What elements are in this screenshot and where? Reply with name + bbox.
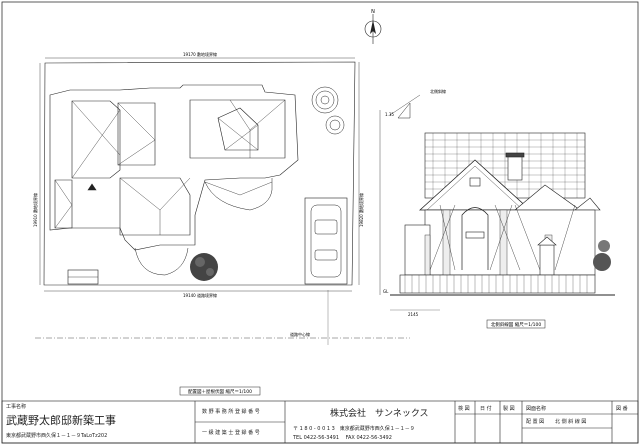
shrub-elevation-icon bbox=[593, 240, 611, 271]
drawing-number-label: 図 番 bbox=[616, 406, 628, 412]
parking-space bbox=[304, 197, 348, 285]
elevation-caption: 北側斜線図 縮尺＝1/100 bbox=[491, 321, 542, 328]
company-address: 〒 1 8 0 - 0 0 1 3 東京都武蔵野市西久保１－１－９ bbox=[293, 426, 415, 432]
north-arrow-icon: N bbox=[364, 9, 382, 44]
project-label: 工事名称 bbox=[6, 404, 27, 410]
car-icon bbox=[310, 204, 342, 278]
bottom-dimension: 19140 道路境界線 bbox=[183, 292, 217, 298]
architect-registration: 一 級 建 築 士 登 録 番 号 bbox=[202, 430, 260, 436]
drawing-name-label: 図面名称 bbox=[526, 406, 547, 412]
shrub-icon bbox=[190, 253, 218, 281]
company-phone: TEL 0422-56-3491 FAX 0422-56-3492 bbox=[293, 435, 392, 441]
north-elevation bbox=[379, 94, 615, 311]
drawing-name-2: 北 側 斜 線 図 bbox=[555, 419, 587, 425]
site-plan bbox=[35, 57, 410, 345]
site-plan-caption: 配置図＋屋根伏図 縮尺＝1/100 bbox=[188, 388, 252, 395]
check-label: 検 図 bbox=[458, 406, 470, 412]
north-label: N bbox=[371, 9, 375, 15]
office-registration: 数 野 事 務 所 登 録 番 号 bbox=[202, 409, 260, 415]
date-label: 日 付 bbox=[480, 406, 492, 412]
title-block-grid bbox=[1, 400, 639, 444]
ground-label: GL bbox=[383, 289, 389, 294]
road-label: 道路中心線 bbox=[290, 331, 310, 337]
project-address: 東京都武蔵野市西久保１－１－９TaLoTz202 bbox=[6, 433, 108, 439]
roof-plan bbox=[49, 84, 299, 276]
drawing-name-1: 配 置 図 bbox=[526, 419, 545, 425]
base-fence bbox=[399, 274, 596, 294]
tree-icon bbox=[311, 86, 345, 135]
height-limit-label: 北側斜線 bbox=[430, 88, 446, 94]
top-dimension: 19170 敷地境界線 bbox=[183, 51, 217, 57]
site-boundary bbox=[43, 61, 356, 286]
draw-label: 製 図 bbox=[503, 406, 515, 412]
elevation-scale-note: 2145 bbox=[408, 312, 419, 317]
right-dimension: 19820 敷地境界線 bbox=[358, 193, 364, 227]
title-block: 工事名称 武蔵野太郎邸新築工事 東京都武蔵野市西久保１－１－９TaLoTz202… bbox=[0, 400, 640, 445]
company-name: 株式会社 サンネックス bbox=[330, 409, 429, 419]
project-name: 武蔵野太郎邸新築工事 bbox=[6, 414, 116, 427]
eave-label: 1.35 bbox=[385, 112, 394, 117]
left-dimension: 19910 敷地境界線 bbox=[32, 193, 38, 227]
